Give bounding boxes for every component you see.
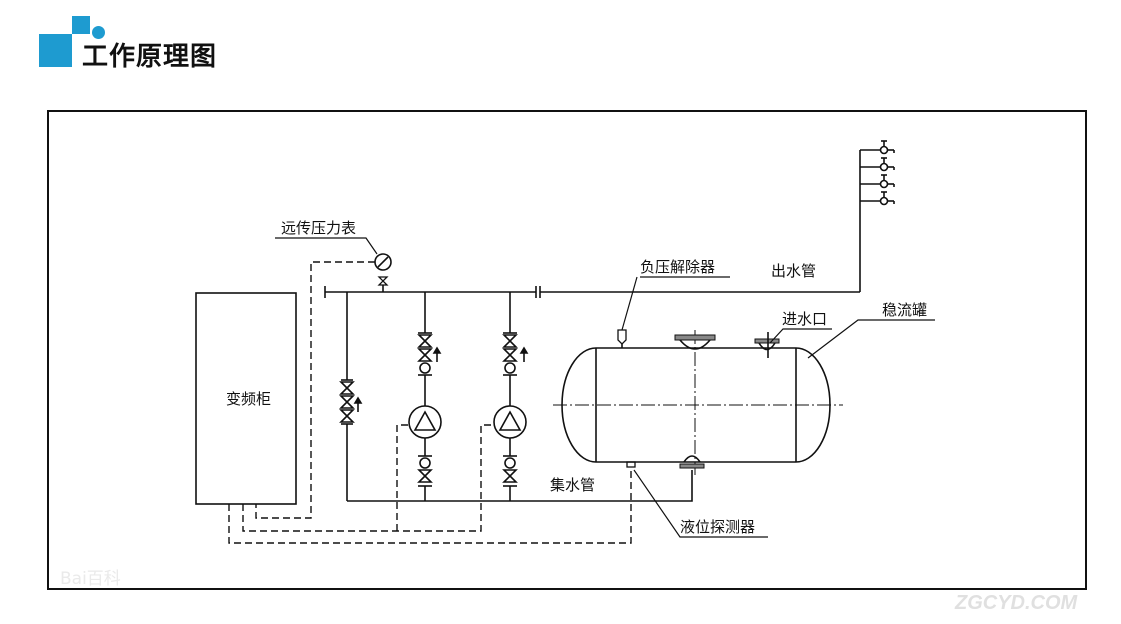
outlet-taps (860, 140, 895, 206)
eliminator-icon (617, 329, 627, 345)
logo-dot (92, 26, 105, 39)
stabilizing-tank (553, 329, 843, 475)
gauge-leader-line (275, 237, 378, 255)
label-vfd-cabinet: 变频柜 (226, 390, 271, 408)
tap-icon (860, 174, 895, 189)
diagram-frame (47, 110, 1087, 590)
pressure-gauge-icon (374, 253, 392, 292)
label-collector-pipe: 集水管 (550, 476, 595, 494)
watermark-right: ZGCYD.COM (954, 592, 1079, 614)
label-remote-pressure-gauge: 远传压力表 (281, 219, 356, 237)
outlet-pipe (324, 150, 861, 298)
page-title: 工作原理图 (82, 42, 218, 72)
label-negative-pressure-eliminator: 负压解除器 (640, 258, 715, 276)
bypass-line (339, 292, 359, 501)
collector-pipe (347, 470, 693, 502)
vfd-cabinet (195, 292, 297, 505)
logo-square-small (72, 16, 90, 34)
tap-icon (860, 157, 895, 172)
pump-branch-2 (493, 292, 527, 501)
label-water-inlet: 进水口 (782, 310, 827, 328)
control-signal-lines (228, 261, 632, 544)
label-outlet-pipe: 出水管 (771, 262, 816, 280)
label-level-detector: 液位探测器 (680, 518, 755, 536)
tap-icon (860, 140, 895, 155)
level-detector-icon (626, 461, 636, 468)
pump-branch-1 (408, 292, 442, 501)
tap-icon (860, 191, 895, 206)
watermark-left: Bai百科 (60, 569, 121, 589)
label-stabilizing-tank: 稳流罐 (882, 301, 927, 319)
logo-square-large (39, 34, 72, 67)
